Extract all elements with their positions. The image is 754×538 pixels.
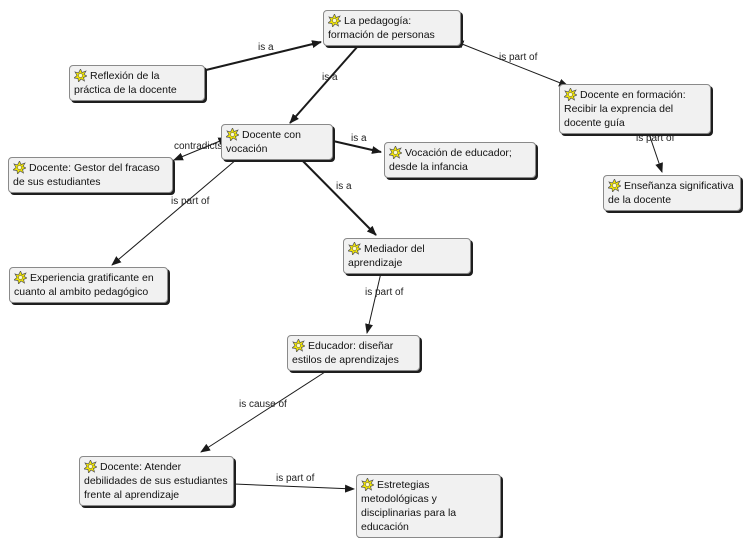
concept-experiencia[interactable]: Experiencia gratificante en cuanto al am…	[9, 267, 168, 303]
concept-estrategias-label: Estretegias metodológicas y disciplinari…	[361, 479, 457, 533]
label-reflexion-is-a: is a	[258, 42, 274, 53]
concept-bulb-icon	[83, 459, 98, 474]
label-contradicts: contradicts	[174, 141, 223, 152]
concept-atender-debilidades[interactable]: Docente: Atender debilidades de sus estu…	[79, 456, 234, 506]
label-mediador-is-part-of: is part of	[365, 287, 404, 298]
concept-docente-formacion-label: Docente en formación: Recibir la exprenc…	[564, 89, 686, 129]
concept-mediador[interactable]: Mediador del aprendizaje	[343, 238, 471, 274]
link-vocacion-gestor	[173, 137, 229, 161]
concept-docente-vocacion[interactable]: Docente con vocación	[221, 124, 333, 160]
link-atender-estrategias	[233, 483, 355, 493]
concept-reflexion-label: Reflexión de la práctica de la docente	[74, 70, 177, 96]
link-vocacion-educador	[332, 140, 382, 154]
label-is-cause-of: is cause of	[239, 399, 287, 410]
link-mediador-estilos	[365, 263, 384, 334]
concept-pedagogia[interactable]: La pedagogía: formación de personas	[323, 10, 461, 46]
link-pedagogia-vocacion	[289, 45, 359, 124]
concept-estrategias[interactable]: Estretegias metodológicas y disciplinari…	[356, 474, 501, 538]
concept-docente-vocacion-label: Docente con vocación	[226, 129, 301, 155]
link-reflexion-pedagogia	[205, 40, 322, 71]
link-pedagogia-formacion	[453, 40, 569, 87]
concept-bulb-icon	[360, 477, 375, 492]
concept-bulb-icon	[327, 13, 342, 28]
link-estilos-atender	[200, 371, 326, 453]
concept-atender-debilidades-label: Docente: Atender debilidades de sus estu…	[84, 461, 228, 501]
concept-bulb-icon	[225, 127, 240, 142]
concept-pedagogia-label: La pedagogía: formación de personas	[328, 15, 435, 41]
concept-ensenanza-significativa-label: Enseñanza significativa de la docente	[608, 180, 734, 206]
concept-educador-estilos[interactable]: Educador: diseñar estilos de aprendizaje…	[287, 335, 420, 371]
label-mediador-is-a: is a	[336, 181, 352, 192]
concept-bulb-icon	[607, 178, 622, 193]
concept-vocacion-educador-label: Vocación de educador; desde la infancia	[389, 147, 512, 173]
concept-experiencia-label: Experiencia gratificante en cuanto al am…	[14, 272, 154, 298]
concept-docente-formacion[interactable]: Docente en formación: Recibir la exprenc…	[559, 84, 711, 134]
concept-bulb-icon	[388, 145, 403, 160]
concept-bulb-icon	[347, 241, 362, 256]
concept-reflexion[interactable]: Reflexión de la práctica de la docente	[69, 65, 205, 101]
concept-bulb-icon	[291, 338, 306, 353]
label-vocacion-is-a: is a	[351, 133, 367, 144]
label-pedagogia-is-a: is a	[322, 72, 338, 83]
concept-vocacion-educador[interactable]: Vocación de educador; desde la infancia	[384, 142, 536, 178]
concept-educador-estilos-label: Educador: diseñar estilos de aprendizaje…	[292, 340, 399, 366]
concept-bulb-icon	[73, 68, 88, 83]
concept-mediador-label: Mediador del aprendizaje	[348, 243, 425, 269]
label-atender-is-part-of: is part of	[276, 473, 315, 484]
link-vocacion-experiencia	[111, 147, 251, 266]
label-formacion-is-part-of: is part of	[636, 133, 675, 144]
concept-bulb-icon	[12, 160, 27, 175]
concept-bulb-icon	[13, 270, 28, 285]
label-experiencia-is-part-of: is part of	[171, 196, 210, 207]
concept-bulb-icon	[563, 87, 578, 102]
concept-ensenanza-significativa[interactable]: Enseñanza significativa de la docente	[603, 175, 741, 211]
link-vocacion-mediador	[289, 147, 377, 236]
concept-gestor-fracaso-label: Docente: Gestor del fracaso de sus estud…	[13, 162, 160, 188]
label-pedagogia-is-part-of: is part of	[499, 52, 538, 63]
concept-gestor-fracaso[interactable]: Docente: Gestor del fracaso de sus estud…	[8, 157, 173, 193]
